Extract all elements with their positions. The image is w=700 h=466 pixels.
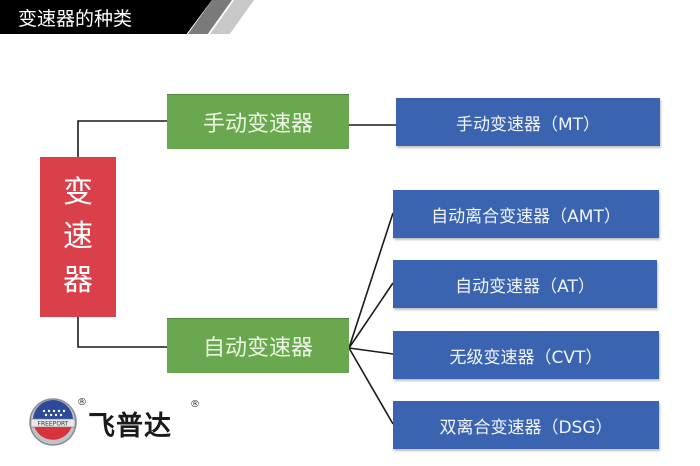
leaf-node-dsg: 双离合变速器（DSG） (393, 401, 659, 449)
leaf-label-mt: 手动变速器（MT） (455, 114, 601, 135)
branch-label-manual: 手动变速器 (202, 112, 313, 137)
leaf-node-cvt: 无级变速器（CVT） (393, 331, 659, 379)
root-char-3: 器 (63, 263, 93, 298)
header-banner: 变速器的种类 (0, 0, 700, 34)
registered-mark-emblem: ® (77, 397, 87, 408)
leaf-label-amt: 自动离合变速器（AMT） (431, 206, 621, 227)
root-node-transmission: 变 速 器 (40, 157, 116, 317)
root-char-2: 速 (63, 219, 93, 254)
freeport-emblem-logo: FREEPORT (28, 398, 78, 450)
leaf-node-mt: 手动变速器（MT） (396, 98, 660, 146)
registered-mark-brand: ® (190, 399, 200, 410)
svg-text:FREEPORT: FREEPORT (38, 421, 69, 428)
brand-name: 飞普达 (88, 411, 172, 442)
leaf-node-amt: 自动离合变速器（AMT） (393, 190, 659, 238)
branch-node-manual: 手动变速器 (167, 94, 349, 149)
root-char-1: 变 (63, 175, 93, 210)
branch-node-automatic: 自动变速器 (167, 318, 349, 373)
page-title: 变速器的种类 (18, 8, 133, 30)
leaf-label-at: 自动变速器（AT） (455, 276, 595, 297)
branch-label-automatic: 自动变速器 (202, 336, 313, 361)
leaf-label-dsg: 双离合变速器（DSG） (439, 417, 613, 438)
leaf-label-cvt: 无级变速器（CVT） (449, 347, 603, 368)
leaf-node-at: 自动变速器（AT） (393, 260, 657, 308)
header-black-band (0, 0, 212, 34)
